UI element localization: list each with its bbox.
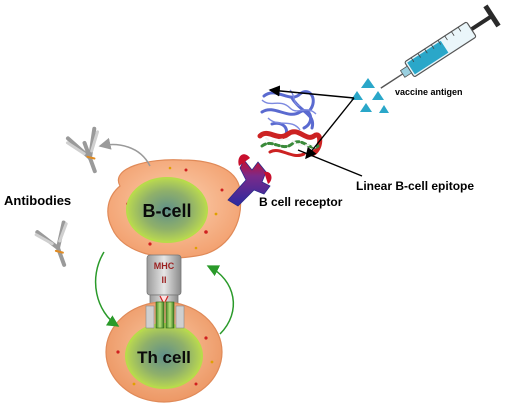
antigen-triangle-icon xyxy=(361,78,375,88)
epitope-pointer-line xyxy=(297,149,363,177)
antibody-icon xyxy=(65,126,100,174)
antigen-to-epitope-arrows xyxy=(268,85,355,160)
antigen-triangle-icon xyxy=(379,105,389,113)
linear-epitope-label: Linear B-cell epitope xyxy=(356,179,474,193)
antibody-icon xyxy=(34,220,68,267)
b-cell-receptor-icon xyxy=(227,154,272,207)
secretion-arrow xyxy=(98,137,151,167)
mhc-label-line1: MHC xyxy=(154,261,175,271)
syringe-icon xyxy=(380,4,501,89)
vaccine-antigen-cluster xyxy=(351,78,389,113)
antibodies-label: Antibodies xyxy=(4,193,71,208)
th-cell-label: Th cell xyxy=(137,348,191,367)
th-cell-granules xyxy=(116,336,214,386)
antigen-triangle-icon xyxy=(360,103,372,112)
b-cell-label: B-cell xyxy=(142,201,191,221)
b-cell-nucleus xyxy=(126,177,208,243)
tcr-icon xyxy=(145,301,185,329)
b-cell-receptor-label: B cell receptor xyxy=(259,195,343,209)
protein-structure-icon xyxy=(257,89,323,157)
b-to-th-arrow xyxy=(94,251,120,327)
mhc-label-line2: II xyxy=(161,275,166,285)
antigen-triangle-icon xyxy=(372,91,384,100)
th-to-b-arrow xyxy=(206,265,235,335)
vaccine-antigen-label: vaccine antigen xyxy=(395,87,463,97)
